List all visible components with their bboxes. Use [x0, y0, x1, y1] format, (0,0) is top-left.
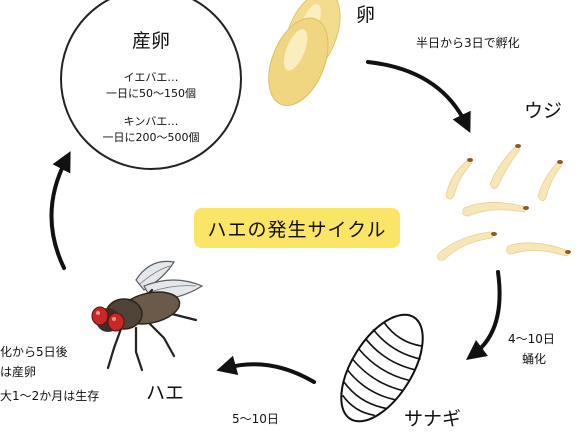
oviposition-circle: 産卵 イエバエ… 一日に50〜150個 キンバエ… 一日に200〜500個 [60, 0, 242, 170]
fly-note-3: 大1〜2か月は生存 [0, 389, 100, 403]
egg-icon [268, 0, 341, 107]
larva-to-pupa-duration: 4〜10日 [508, 332, 555, 346]
greenbottle-count: 一日に200〜500個 [102, 131, 200, 144]
oviposition-title: 産卵 [131, 30, 170, 52]
diagram-title: ハエの発生サイクル [194, 208, 400, 248]
arrow-pupa-to-fly [216, 355, 316, 384]
fly-note-2: は産卵 [0, 365, 37, 379]
housefly-count: 一日に50〜150個 [106, 87, 196, 100]
egg-label: 卵 [356, 4, 376, 26]
greenbottle-name: キンバエ… [123, 115, 179, 128]
pupa-icon [340, 313, 424, 423]
larva-icon [437, 144, 571, 261]
housefly-name: イエバエ… [123, 71, 179, 84]
fly-label: ハエ [146, 382, 185, 404]
diagram-title-text: ハエの発生サイクル [207, 218, 387, 241]
arrow-fly-to-egg [49, 151, 71, 270]
fly-icon [91, 260, 204, 372]
larva-to-pupa-label: 蛹化 [522, 352, 547, 366]
fly-note-1: 化から5日後 [0, 345, 68, 359]
pupa-to-fly-duration: 5〜10日 [232, 412, 279, 426]
egg-to-larva-duration: 半日から3日で孵化 [416, 36, 520, 50]
arrow-egg-to-larva [366, 60, 471, 134]
larva-label: ウジ [524, 100, 563, 122]
pupa-label: サナギ [404, 408, 462, 430]
arrow-larva-to-pupa [466, 270, 502, 361]
